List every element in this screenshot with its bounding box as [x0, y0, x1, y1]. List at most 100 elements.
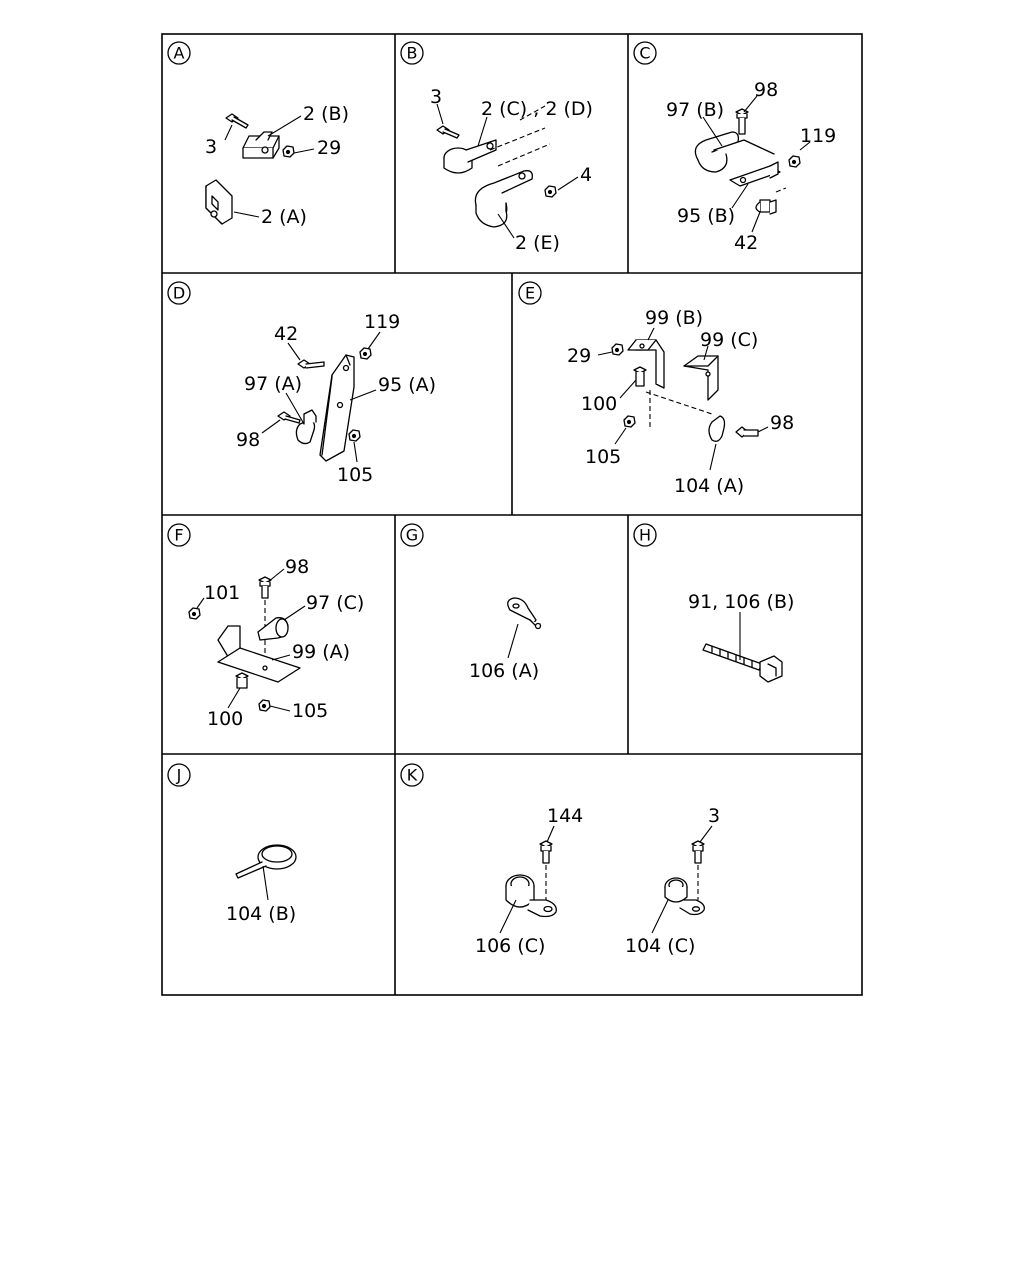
- clamp-icon: [664, 877, 705, 916]
- bolt-icon: [436, 125, 460, 139]
- panel-e-letter: E: [525, 284, 535, 303]
- bracket-icon: [319, 354, 355, 462]
- callout-95a: 95 (A): [378, 374, 436, 396]
- band-clamp-icon: [235, 844, 297, 879]
- callout-100: 100: [581, 393, 617, 415]
- panel-b-badge: B: [400, 41, 424, 65]
- callout-2c-2d: 2 (C) , 2 (D): [481, 98, 593, 120]
- nut-icon: [788, 155, 801, 168]
- panel-f-badge: F: [167, 523, 191, 547]
- callout-104a: 104 (A): [674, 475, 744, 497]
- callout-119: 119: [800, 125, 836, 147]
- callout-3: 3: [708, 805, 720, 827]
- callout-91-106b: 91, 106 (B): [688, 591, 794, 613]
- nut-icon: [359, 347, 372, 360]
- panel-a: A 2 (B): [167, 41, 349, 228]
- callout-3: 3: [430, 86, 442, 108]
- nut-icon: [348, 429, 361, 442]
- panel-c: C: [633, 41, 836, 254]
- callout-97b: 97 (B): [666, 99, 724, 121]
- nut-icon: [623, 415, 636, 428]
- panel-g-letter: G: [406, 526, 418, 545]
- panel-g-badge: G: [400, 523, 424, 547]
- callout-98: 98: [285, 556, 309, 578]
- callout-29: 29: [317, 137, 341, 159]
- panel-j: J 104 (B): [167, 763, 297, 925]
- bolt-icon: [539, 840, 553, 864]
- panel-d-letter: D: [173, 284, 185, 303]
- diagram-grid: [161, 33, 863, 996]
- panel-e-badge: E: [518, 281, 542, 305]
- panel-h: H 91, 106 (B): [633, 523, 794, 683]
- panel-d-badge: D: [167, 281, 191, 305]
- callout-99b: 99 (B): [645, 307, 703, 329]
- bracket-icon: [683, 355, 719, 401]
- clamp-icon: [708, 415, 726, 442]
- clamp-icon: [443, 139, 497, 174]
- callout-106c: 106 (C): [475, 935, 545, 957]
- panel-d: D: [167, 281, 436, 486]
- bolt-icon: [258, 576, 272, 599]
- nut-icon: [258, 699, 271, 712]
- panel-k-badge: K: [400, 763, 424, 787]
- bolt-icon: [755, 199, 777, 215]
- callout-99c: 99 (C): [700, 329, 758, 351]
- panel-f-letter: F: [174, 526, 183, 545]
- panel-e: E: [518, 281, 794, 497]
- callout-144: 144: [547, 805, 583, 827]
- clamp-icon: [295, 409, 317, 445]
- bolt-icon: [633, 366, 647, 387]
- bolt-icon: [735, 426, 759, 438]
- bracket-icon: [217, 625, 301, 683]
- clip-icon: [205, 179, 233, 225]
- callout-119: 119: [364, 311, 400, 333]
- callout-2a: 2 (A): [261, 206, 307, 228]
- callout-104b: 104 (B): [226, 903, 296, 925]
- panel-b: B: [400, 41, 593, 254]
- cable-tie-icon: [702, 643, 783, 683]
- clip-icon: [242, 131, 280, 159]
- callout-104c: 104 (C): [625, 935, 695, 957]
- callout-4: 4: [580, 164, 592, 186]
- callout-42: 42: [734, 232, 758, 254]
- callout-106a: 106 (A): [469, 660, 539, 682]
- nut-icon: [611, 343, 624, 356]
- panel-k-letter: K: [407, 766, 418, 785]
- panel-k: K: [400, 763, 720, 957]
- callout-105: 105: [292, 700, 328, 722]
- bolt-icon: [691, 840, 705, 864]
- bolt-icon: [225, 113, 249, 129]
- bracket-icon: [729, 161, 781, 187]
- bolt-icon: [235, 672, 249, 689]
- callout-101: 101: [204, 582, 240, 604]
- bolt-icon: [735, 108, 749, 135]
- panel-h-badge: H: [633, 523, 657, 547]
- panel-a-badge: A: [167, 41, 191, 65]
- callout-98: 98: [236, 429, 260, 451]
- nut-icon: [188, 607, 201, 620]
- nut-icon: [544, 185, 557, 198]
- callout-42: 42: [274, 323, 298, 345]
- callout-100: 100: [207, 708, 243, 730]
- bracket-icon: [627, 339, 665, 389]
- callout-105: 105: [337, 464, 373, 486]
- clamp-icon: [474, 170, 533, 228]
- callout-3: 3: [205, 136, 217, 158]
- callout-97c: 97 (C): [306, 592, 364, 614]
- bolt-icon: [277, 411, 301, 424]
- panel-g: G 106 (A): [400, 523, 542, 682]
- panel-j-badge: J: [167, 763, 191, 787]
- callout-98: 98: [770, 412, 794, 434]
- clamp-icon: [505, 874, 557, 918]
- callout-2e: 2 (E): [515, 232, 560, 254]
- panel-j-letter: J: [176, 766, 182, 785]
- clip-icon: [507, 597, 542, 630]
- panel-a-letter: A: [174, 44, 185, 63]
- nut-icon: [282, 145, 295, 158]
- callout-98: 98: [754, 79, 778, 101]
- callout-2b: 2 (B): [303, 103, 349, 125]
- bolt-icon: [297, 359, 325, 369]
- panel-c-badge: C: [633, 41, 657, 65]
- callout-97a: 97 (A): [244, 373, 302, 395]
